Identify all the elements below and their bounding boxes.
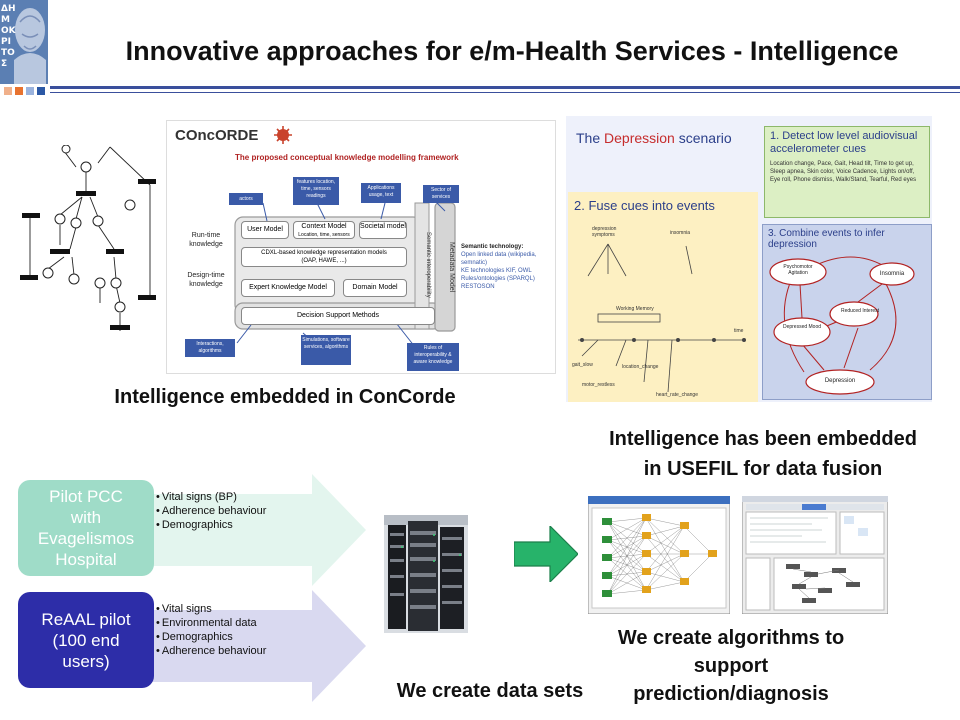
concorde-domain-model: Domain Model [343, 279, 407, 297]
pilot-pcc-item: Demographics [156, 518, 266, 532]
concorde-dsm-box: Decision Support Methods [241, 307, 435, 325]
timeline-label: depression symptoms [592, 226, 617, 238]
concorde-societal-model: Societal model [359, 221, 407, 239]
green-arrow [514, 526, 578, 582]
concorde-label-designtime: Design-time knowledge [187, 272, 225, 288]
usefil-caption: Intelligence has been embedded in USEFIL… [570, 424, 956, 484]
timeline-label: heart_rate_change [656, 392, 698, 398]
analysis-tool-screenshot [742, 496, 888, 614]
algorithms-caption: We create algorithms to support predicti… [566, 624, 896, 708]
pilot-reaal-items: Vital signs Environmental data Demograph… [156, 602, 267, 658]
pilot-reaal-item: Adherence behaviour [156, 644, 267, 658]
graph-node: Depression [824, 378, 856, 384]
concorde-note-apps: Applications usage, text [361, 183, 401, 203]
fuse-title: 2. Fuse cues into events [574, 198, 715, 213]
concorde-expert-model: Expert Knowledge Model [241, 279, 335, 297]
concorde-note-rules: Rules of interoperability & aware knowle… [407, 343, 459, 371]
usefil-caption-line: Intelligence has been embedded [609, 428, 917, 450]
petri-net-diagram [20, 145, 156, 331]
concorde-cdxl-sub: (OAP, HAWE, ...) [301, 258, 347, 264]
pilot-pcc-line: Evagelismos [37, 529, 135, 548]
pilot-pcc-line: Pilot PCC [49, 487, 123, 506]
fuse-timeline [578, 243, 746, 393]
detect-panel [764, 126, 930, 218]
detect-body: Location change, Pace, Gait, Head tilt, … [770, 161, 917, 183]
concorde-cdxl-title: CDXL-based knowledge representation mode… [261, 250, 387, 256]
concorde-user-model: User Model [241, 221, 289, 239]
header-squares-decoration [4, 87, 45, 95]
graph-node: Psychomotor Agitation [783, 264, 813, 276]
concorde-subtitle: The proposed conceptual knowledge modell… [235, 153, 459, 162]
header-rule-thin [50, 92, 960, 93]
timeline-label: gait_slow [572, 362, 593, 368]
datasets-caption: We create data sets [396, 680, 584, 702]
timeline-label: Working Memory [616, 306, 654, 312]
algorithms-caption-line: We create algorithms to [617, 627, 845, 649]
concorde-semantic-title: Semantic technology: [461, 244, 524, 250]
concorde-note-interactions: Interactions, algorithms [185, 339, 235, 357]
graph-node: Reduced Interest [840, 308, 880, 314]
concorde-framework-figure: COncORDE The proposed conceptual knowled… [166, 120, 556, 374]
concorde-semantic-tech: Semantic technology: Open linked data (w… [461, 243, 553, 291]
concorde-context-model: Context Model Location, time, sensors [293, 221, 355, 239]
concorde-semantic-item: RESTOSON [461, 284, 495, 290]
slide-title: Innovative approaches for e/m-Health Ser… [125, 36, 899, 66]
server-racks-photo [384, 515, 468, 633]
concorde-context-model-sub: Location, time, sensors [298, 232, 350, 238]
neural-network-screenshot [588, 496, 730, 614]
concorde-logo-text: COncORDE [175, 127, 259, 144]
concorde-semantic-item: KE technologies KIF, OWL [461, 268, 532, 274]
depression-heading-prefix: The [576, 130, 605, 146]
concorde-semantic-item: Open linked data (wikipedia, semnatic) [461, 252, 537, 266]
graph-node: Depressed Mood [782, 324, 822, 330]
depression-graph [769, 256, 915, 395]
pilot-pcc-item: Vital signs (BP) [156, 490, 266, 504]
concorde-semantic-item: Rules/ontologies (SPARQL) [461, 276, 535, 282]
concorde-note-sector: Sector of services [423, 185, 459, 203]
depression-heading-suffix: scenario [674, 130, 732, 146]
pilot-reaal-item: Demographics [156, 630, 266, 644]
concorde-context-model-title: Context Model [301, 223, 347, 230]
algorithms-caption-line: prediction/diagnosis [633, 683, 829, 705]
concorde-cdxl-box: CDXL-based knowledge representation mode… [241, 247, 407, 267]
pilot-reaal-line: ReAAL pilot [41, 609, 131, 629]
depression-heading: The Depression scenario [576, 130, 732, 146]
concorde-note-features: features location, time, sensors reading… [293, 177, 339, 205]
concorde-note-actors: actors [229, 193, 263, 205]
concorde-label-runtime: Run-time knowledge [189, 232, 223, 248]
depression-heading-word: Depression [604, 130, 675, 146]
fuse-panel [568, 192, 758, 402]
pilot-pcc-line: Hospital [55, 550, 117, 569]
timeline-label: insomnia [670, 230, 691, 236]
concorde-caption: Intelligence embedded in ConCorde [114, 386, 456, 408]
pilot-pcc-item: Adherence behaviour [156, 504, 267, 518]
democritus-logo: ΔΗΜΟΚΡΙΤΟΣ [0, 0, 48, 84]
timeline-label: location_change [622, 364, 659, 370]
pilot-pcc-line: with [70, 508, 102, 527]
concorde-semantic-interop: Semantic interoperability [425, 232, 431, 298]
pilot-pcc-box: Pilot PCC with Evagelismos Hospital [18, 480, 154, 576]
timeline-label: time [734, 328, 744, 334]
logo-text: ΔΗΜΟΚΡΙΤΟΣ [1, 4, 16, 69]
pilot-reaal-line: users) [62, 651, 110, 671]
detect-title: 1. Detect low level audiovisual accelero… [770, 130, 918, 155]
header-rule [50, 86, 960, 89]
pilot-reaal-box: ReAAL pilot (100 end users) [18, 592, 154, 688]
combine-title: 3. Combine events to infer depression [768, 228, 885, 250]
pilot-reaal-line: (100 end [52, 630, 120, 650]
depression-scenario-figure: The Depression scenario 1. Detect low le… [566, 116, 932, 402]
pilot-pcc-items: Vital signs (BP) Adherence behaviour Dem… [156, 490, 267, 532]
algorithms-caption-line: support [693, 655, 769, 677]
graph-node: Insomnia [879, 271, 905, 277]
pilot-reaal-item: Vital signs [156, 602, 266, 616]
concorde-note-simulations: Simulations, software services, algorith… [301, 335, 351, 365]
timeline-label: motor_restless [582, 382, 615, 388]
concorde-metadata-model: Metadata Model [448, 241, 455, 293]
usefil-caption-line: in USEFIL for data fusion [643, 458, 883, 480]
pilot-reaal-item: Environmental data [156, 616, 266, 630]
